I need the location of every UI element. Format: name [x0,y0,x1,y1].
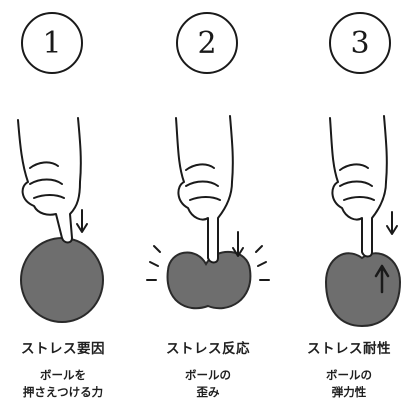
caption-line-1b: 押さえつける力 [3,384,123,401]
panel-2-illustration [147,116,269,308]
caption-line-2a: ボールの [148,367,268,384]
caption-line-2b: 歪み [148,384,268,401]
step-number-2: 2 [176,12,238,74]
caption-line-3b: 弾力性 [289,384,409,401]
hand-2 [176,116,243,263]
caption-line-3a: ボールの [289,367,409,384]
step-number-3: 3 [329,12,391,74]
caption-title-2: ストレス反応 [148,337,268,357]
caption-3: ストレス耐性 ボールの 弾力性 [289,337,409,401]
panel-3-illustration [326,116,400,326]
panel-1-illustration [18,118,103,322]
ball-rebound [326,253,400,326]
caption-2: ストレス反応 ボールの 歪み [148,337,268,401]
caption-sub-3: ボールの 弾力性 [289,367,409,401]
caption-1: ストレス要因 ボールを 押さえつける力 [3,337,123,401]
caption-line-1a: ボールを [3,367,123,384]
step-number-1: 1 [21,12,83,74]
caption-sub-2: ボールの 歪み [148,367,268,401]
hand-3 [330,116,397,257]
hand-1 [18,118,87,243]
caption-title-3: ストレス耐性 [289,337,409,357]
caption-title-1: ストレス要因 [3,337,123,357]
ball-round [21,238,103,322]
caption-sub-1: ボールを 押さえつける力 [3,367,123,401]
